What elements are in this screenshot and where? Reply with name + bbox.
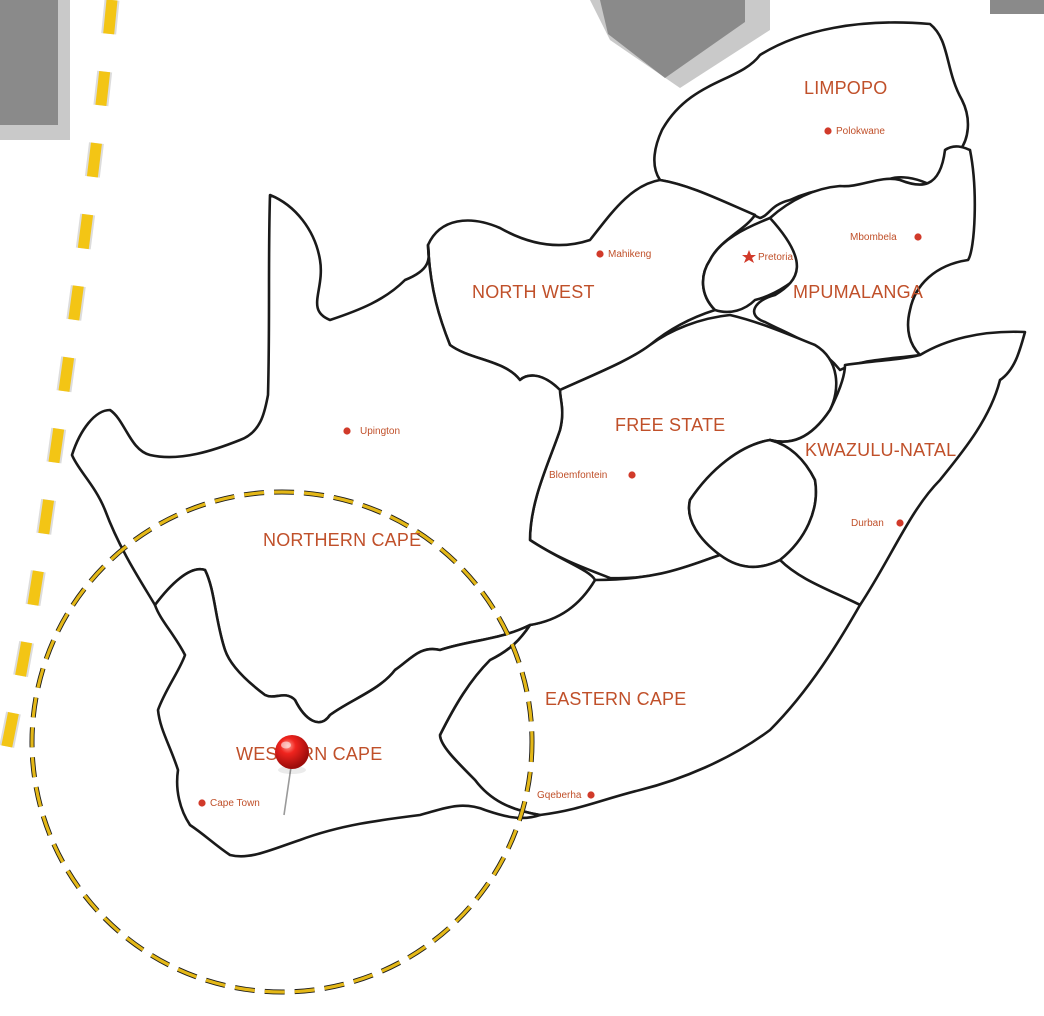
road-icon: [0, 0, 120, 782]
city-dot-icon: [824, 127, 832, 135]
city-dot-icon: [914, 233, 922, 241]
label-northern-cape: NORTHERN CAPE: [263, 530, 421, 550]
city-label: Bloemfontein: [549, 470, 607, 481]
city-bloemfontein[interactable]: Bloemfontein: [549, 470, 636, 481]
map-pin-icon[interactable]: [275, 735, 309, 816]
city-label: Upington: [360, 426, 400, 437]
city-label: Pretoria: [758, 252, 793, 263]
city-label: Durban: [851, 518, 884, 529]
city-upington[interactable]: Upington: [343, 426, 400, 437]
province-mpumalanga[interactable]: [752, 145, 977, 372]
city-dot-icon: [596, 250, 604, 258]
city-mbombela[interactable]: Mbombela: [850, 232, 922, 243]
background-buildings: [0, 0, 1044, 140]
label-north-west: NORTH WEST: [472, 282, 595, 302]
province-western-cape[interactable]: [153, 567, 542, 858]
label-western-cape: WESTERN CAPE: [236, 744, 382, 764]
city-label: Cape Town: [210, 798, 260, 809]
city-cape-town[interactable]: Cape Town: [198, 798, 260, 809]
city-markers: Polokwane Mahikeng Pretoria Mbombela Upi…: [198, 126, 922, 809]
label-mpumalanga: MPUMALANGA: [793, 282, 923, 302]
city-pretoria[interactable]: Pretoria: [742, 250, 793, 263]
province-kwazulu-natal[interactable]: [768, 330, 1027, 607]
city-durban[interactable]: Durban: [851, 518, 904, 529]
city-dot-icon: [587, 791, 595, 799]
city-polokwane[interactable]: Polokwane: [824, 126, 885, 137]
provinces-layer: [70, 21, 1027, 858]
city-mahikeng[interactable]: Mahikeng: [596, 249, 651, 260]
capital-star-icon: [742, 250, 756, 263]
label-eastern-cape: EASTERN CAPE: [545, 689, 686, 709]
city-dot-icon: [628, 471, 636, 479]
city-label: Polokwane: [836, 126, 885, 137]
city-dot-icon: [896, 519, 904, 527]
province-labels: LIMPOPO NORTH WEST MPUMALANGA FREE STATE…: [236, 78, 956, 764]
city-label: Gqeberha: [537, 790, 582, 801]
city-label: Mbombela: [850, 232, 897, 243]
label-kwazulu-natal: KWAZULU-NATAL: [805, 440, 956, 460]
city-dot-icon: [343, 427, 351, 435]
city-gqeberha[interactable]: Gqeberha: [537, 790, 595, 801]
dashed-circle-icon: [29, 489, 535, 995]
label-free-state: FREE STATE: [615, 415, 725, 435]
city-dot-icon: [198, 799, 206, 807]
label-limpopo: LIMPOPO: [804, 78, 887, 98]
city-label: Mahikeng: [608, 249, 651, 260]
